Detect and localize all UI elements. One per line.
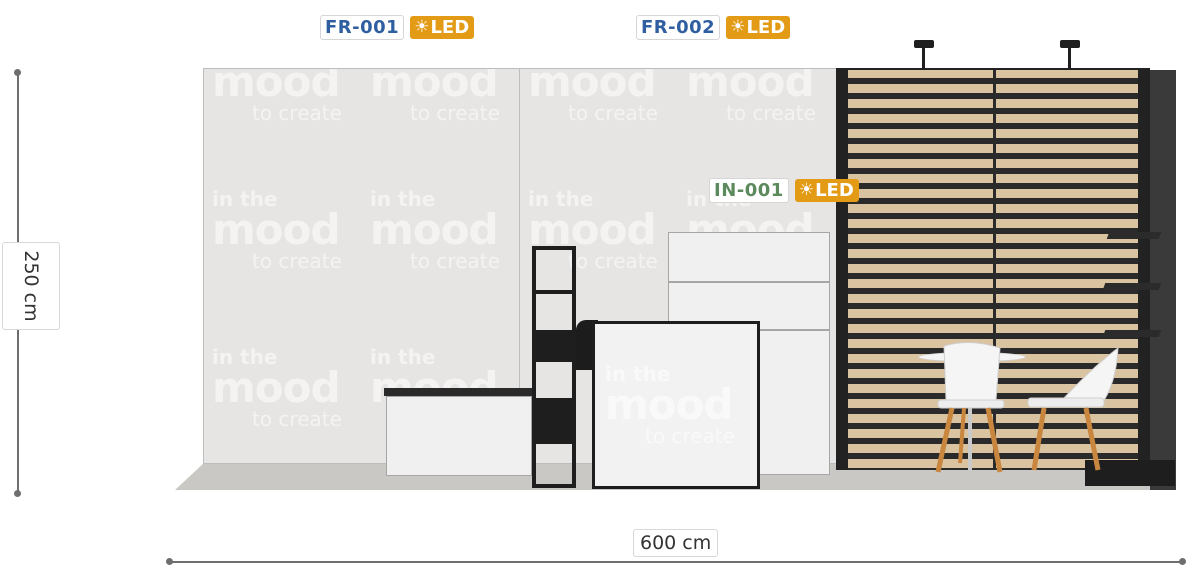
desk-top xyxy=(384,388,534,396)
table-leg xyxy=(968,360,972,470)
height-dimension-label: 250 cm xyxy=(2,242,60,330)
height-dimension-end-top xyxy=(14,69,21,76)
width-dimension-line xyxy=(170,561,1182,563)
led-badge: ☀LED xyxy=(794,179,859,202)
chair-right xyxy=(1027,346,1119,471)
tag-fr-001: FR-001 ☀LED xyxy=(320,15,475,40)
spotlight-icon xyxy=(914,40,934,70)
desk-cabinet xyxy=(386,396,532,476)
slat-wall-frame-left xyxy=(836,68,850,470)
led-label: LED xyxy=(815,180,854,201)
sun-icon: ☀ xyxy=(414,17,430,37)
sun-icon: ☀ xyxy=(798,180,815,200)
slat-wall-seam xyxy=(993,70,996,470)
tag-fr-002: FR-002 ☀LED xyxy=(636,15,791,40)
chair-left xyxy=(935,342,1005,473)
low-shelf-unit xyxy=(1085,460,1175,486)
tag-code: FR-002 xyxy=(636,15,721,40)
led-label: LED xyxy=(430,17,470,38)
back-cabinet-top xyxy=(668,232,830,282)
rack-shelf xyxy=(532,398,576,444)
height-dimension-end-bottom xyxy=(14,490,21,497)
led-badge: ☀LED xyxy=(726,16,791,39)
tag-in-001: IN-001 ☀LED xyxy=(709,178,859,203)
side-wall-edge xyxy=(1150,70,1176,490)
width-dimension-label: 600 cm xyxy=(633,529,719,557)
width-dimension-end-right xyxy=(1179,558,1186,565)
spotlight-icon xyxy=(1060,40,1080,70)
sun-icon: ☀ xyxy=(730,17,746,37)
wall-shelf xyxy=(1106,232,1162,239)
slat-wall-frame-right xyxy=(1136,68,1150,470)
wall-shelf xyxy=(1102,283,1162,290)
led-label: LED xyxy=(746,17,786,38)
width-dimension-end-left xyxy=(166,558,173,565)
led-badge: ☀LED xyxy=(410,16,475,39)
tag-code: FR-001 xyxy=(320,15,405,40)
rack-shelf xyxy=(532,290,576,294)
tag-code: IN-001 xyxy=(709,178,789,203)
wall-shelf xyxy=(1102,330,1162,337)
brochure-rack xyxy=(532,246,576,488)
back-cabinet-side xyxy=(758,330,830,475)
rack-shelf xyxy=(532,330,576,362)
